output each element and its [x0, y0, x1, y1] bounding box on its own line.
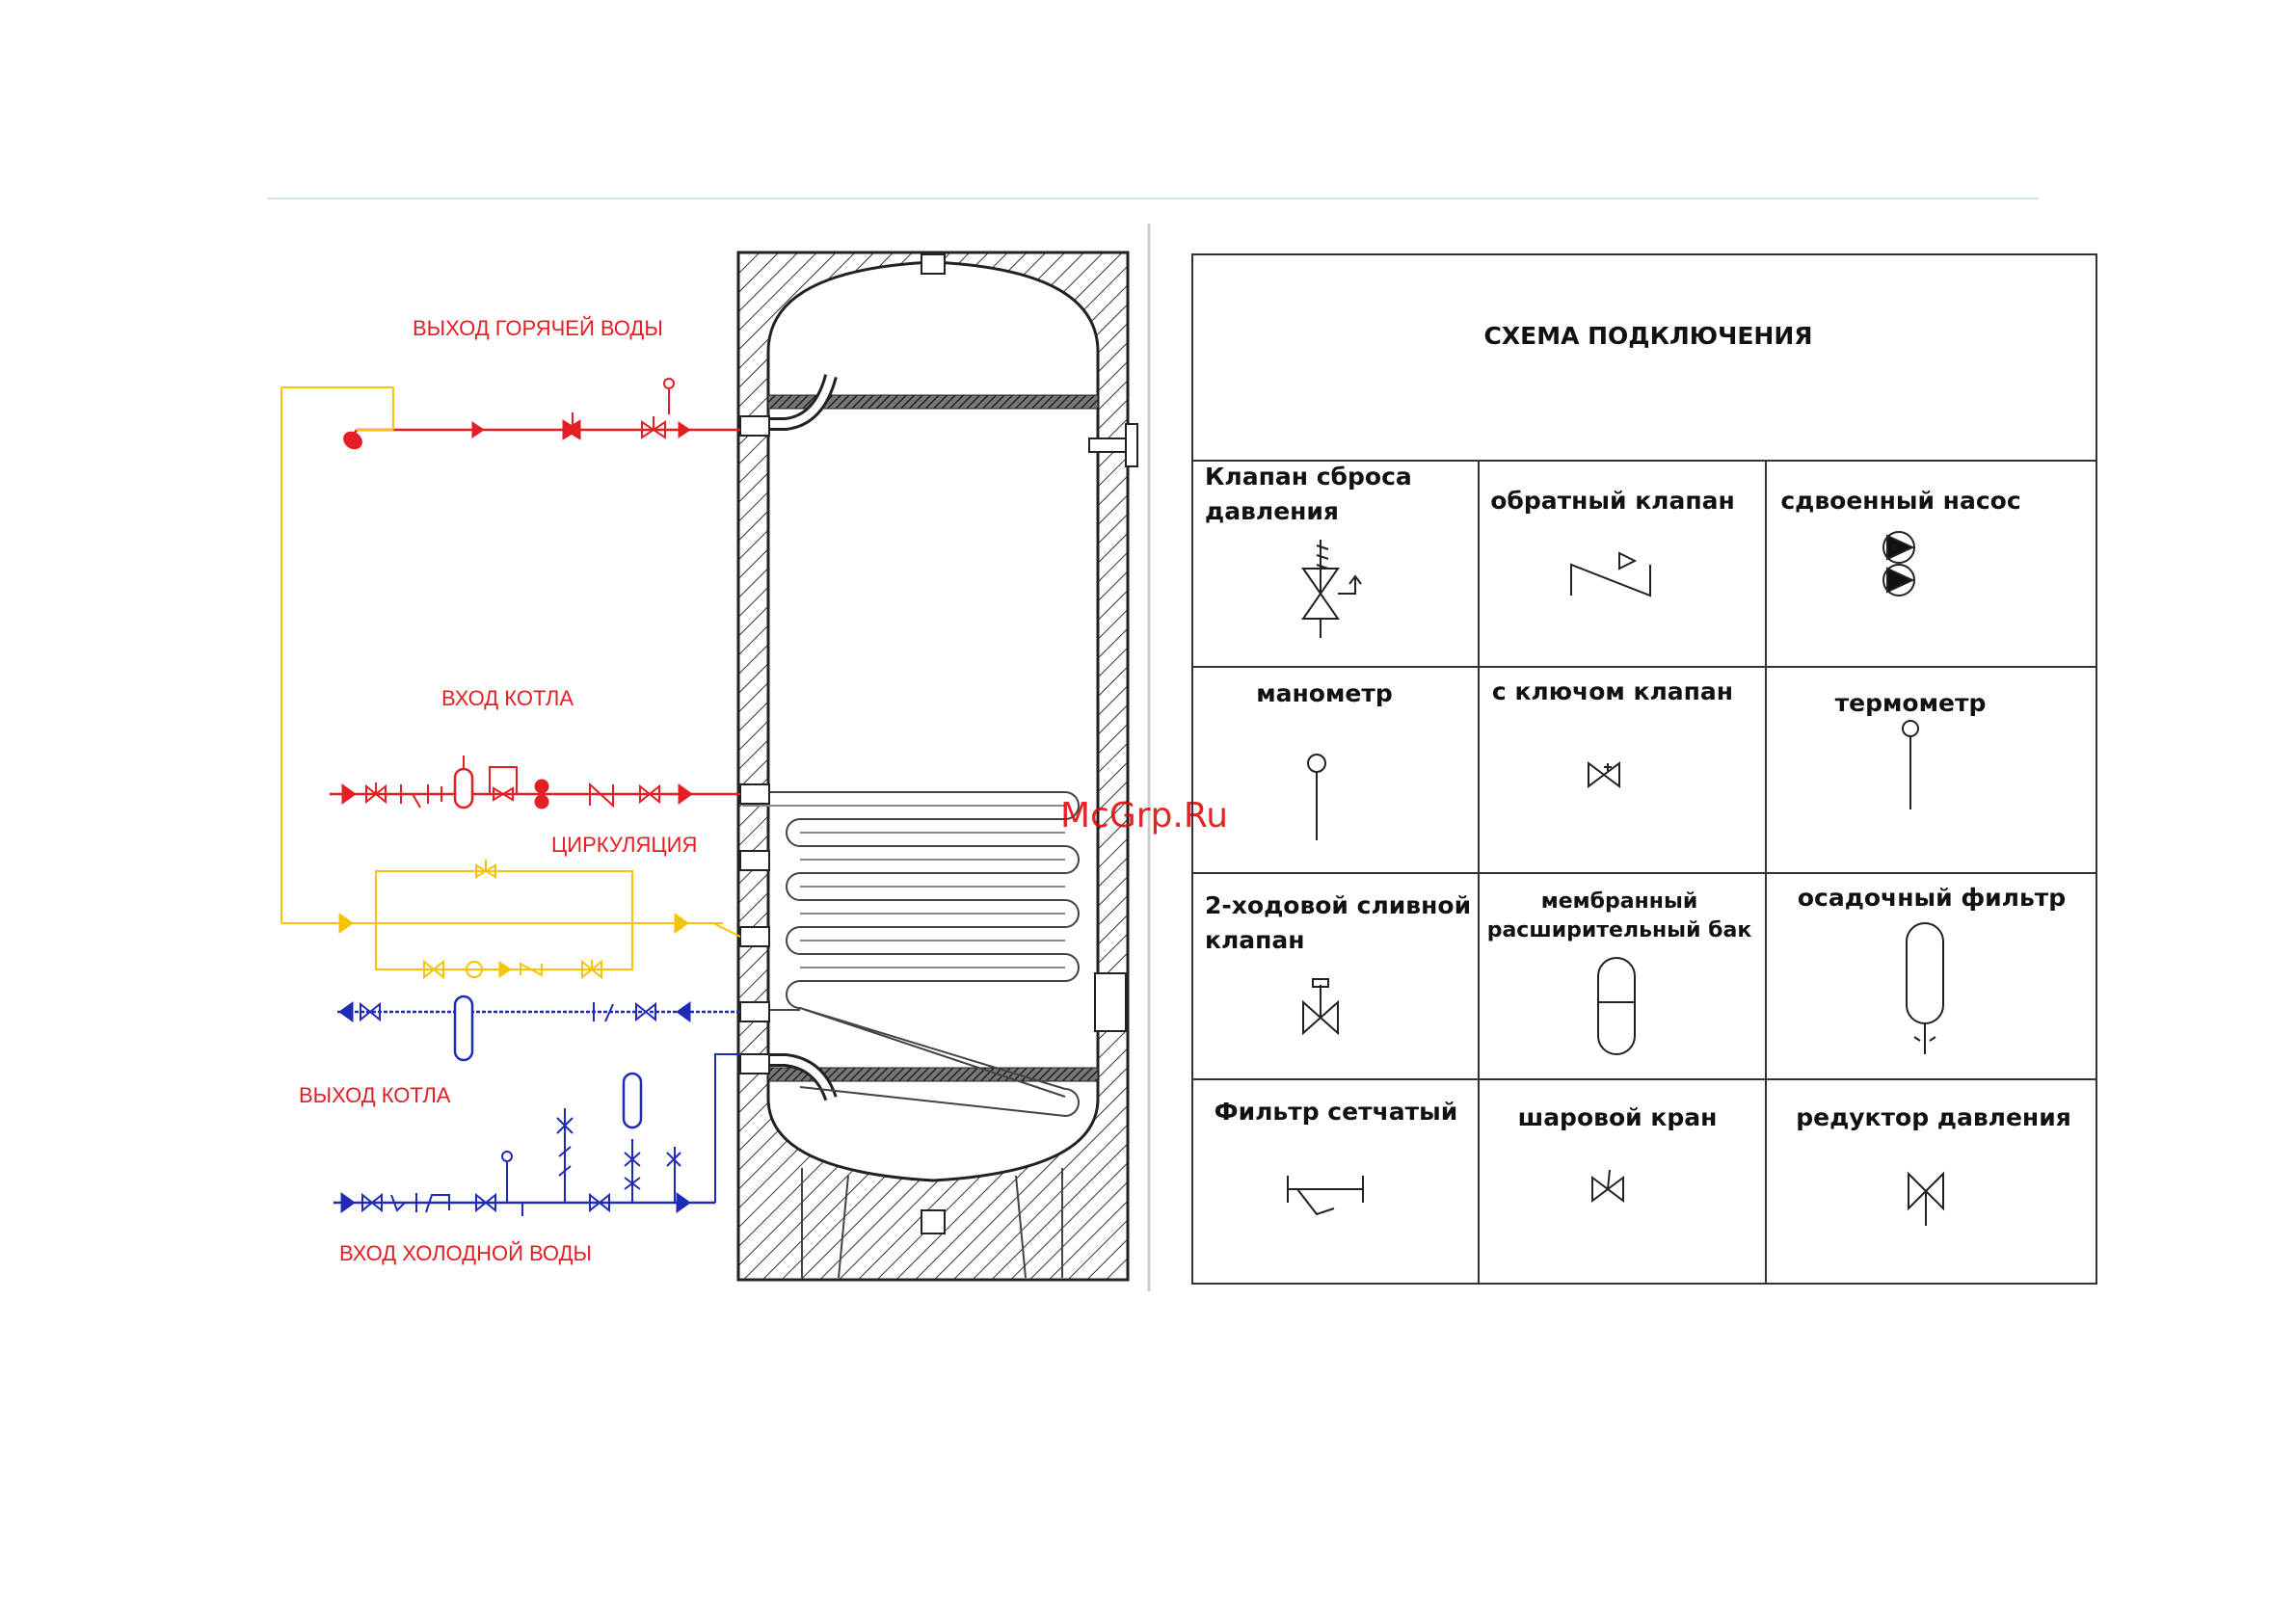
legend-label-pressure-reducer: редуктор давления: [1796, 1103, 2071, 1131]
thermometer-icon: [1902, 720, 1919, 809]
pressure-reducer-icon: [1908, 1171, 1944, 1226]
label-circulation: ЦИРКУЛЯЦИЯ: [551, 833, 697, 857]
bottom-fitting: [921, 1209, 946, 1234]
label-hot-out: ВЫХОД ГОРЯЧЕЙ ВОДЫ: [413, 316, 663, 340]
tank-body: [766, 260, 1100, 1182]
label-cold-in: ВХОД ХОЛОДНОЙ ВОДЫ: [339, 1241, 592, 1265]
expansion-tank-icon: [1597, 957, 1636, 1055]
boiler-out-line: [337, 995, 740, 1062]
circulation-line: [281, 860, 741, 980]
legend-label-sediment-filter: осадочный фильтр: [1798, 884, 2066, 912]
legend-label-key-valve: с ключом клапан: [1492, 677, 1733, 705]
legend-label-ball-valve: шаровой кран: [1518, 1103, 1718, 1131]
legend-label-manometer: манометр: [1256, 679, 1393, 707]
double-pump-icon: [1882, 531, 1915, 597]
legend-label-check-valve: обратный клапан: [1490, 487, 1735, 515]
legend-label-mesh-filter: Фильтр сетчатый: [1215, 1098, 1457, 1126]
top-fitting: [921, 253, 946, 275]
ball-valve-icon: [1591, 1169, 1624, 1203]
key-valve-icon: [1588, 761, 1620, 788]
legend-title: СХЕМА ПОДКЛЮЧЕНИЯ: [1484, 322, 1813, 350]
storage-tank: [736, 251, 1138, 1282]
manometer-icon: [1307, 754, 1326, 840]
hot-circulation-loop: [280, 386, 394, 924]
sediment-filter-icon: [1906, 922, 1944, 1054]
drain-valve-icon: [1302, 978, 1339, 1036]
cold-in-line: [334, 1053, 740, 1216]
label-boiler-out: ВЫХОД КОТЛА: [299, 1083, 451, 1107]
legend-table: [1191, 253, 2097, 1285]
pressure-relief-valve-icon: [1301, 540, 1362, 638]
legend-label-double-pump: сдвоенный насос: [1780, 487, 2020, 515]
check-valve-icon: [1570, 551, 1651, 597]
boiler-in-line: [330, 756, 740, 809]
mesh-filter-icon: [1287, 1176, 1364, 1216]
legend-label-thermometer: термометр: [1835, 689, 1987, 717]
side-port: [1094, 972, 1127, 1032]
side-flange: [1088, 438, 1129, 453]
heating-coil: [742, 791, 1080, 1118]
label-boiler-in: ВХОД КОТЛА: [441, 686, 574, 710]
watermark: McGrp.Ru: [1060, 796, 1228, 836]
hot-water-line: [343, 378, 740, 450]
tank-base: [801, 1168, 1063, 1279]
upper-flange: [767, 394, 1099, 410]
